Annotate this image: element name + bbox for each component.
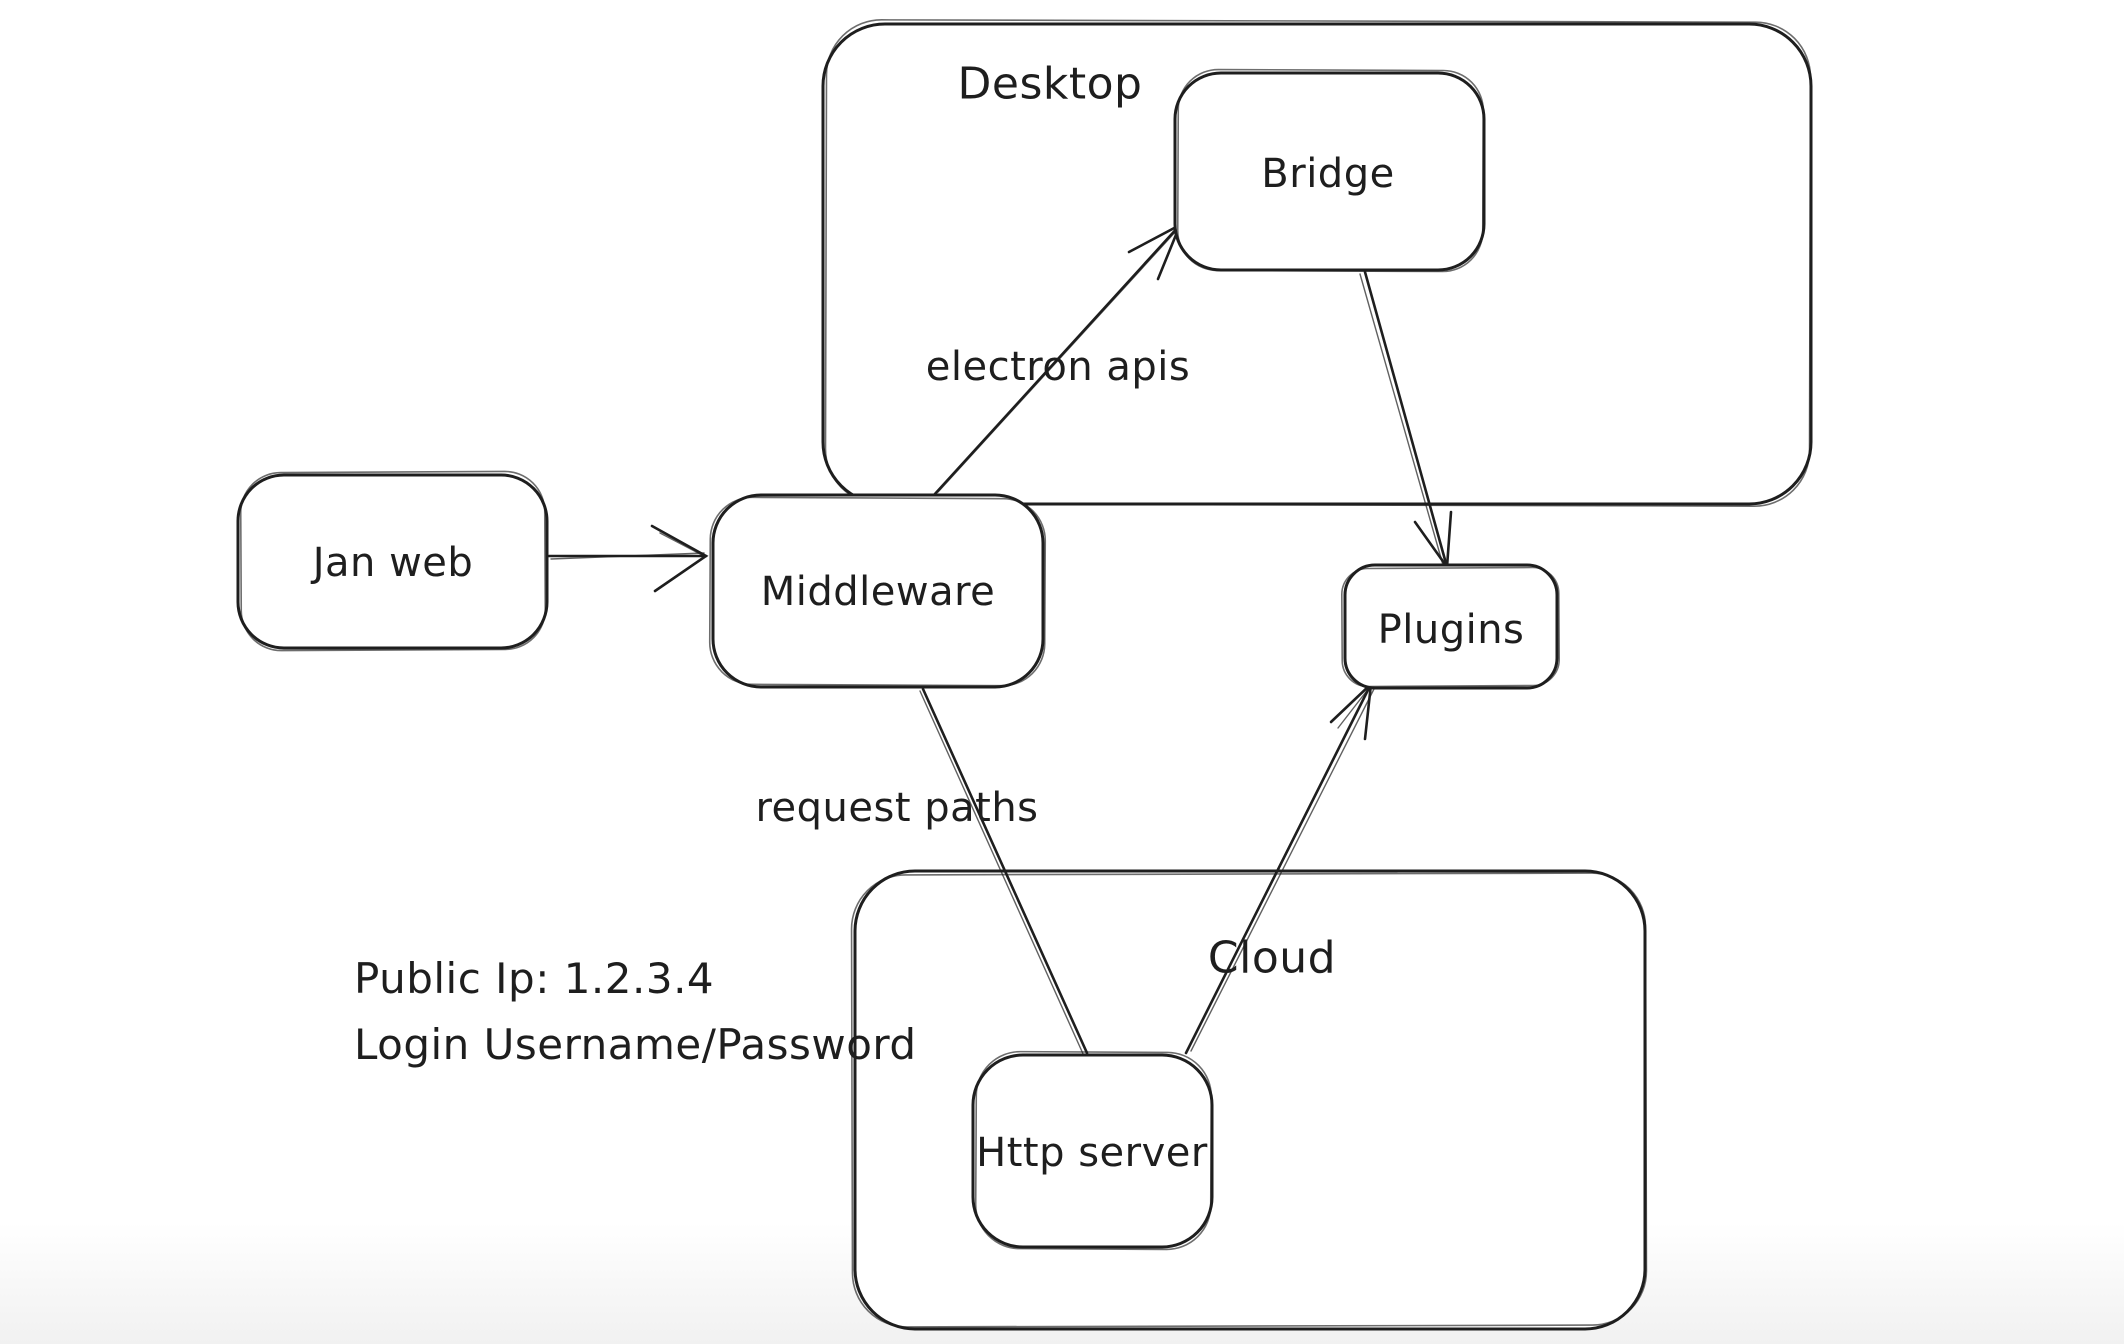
edge-janweb-to-middleware-line-sketch [550,552,705,560]
credentials-note[interactable]: Public Ip: 1.2.3.4 Login Username/Passwo… [354,946,917,1078]
edge-janweb-to-middleware[interactable] [547,524,709,593]
edge-bridge-to-plugins-line[interactable] [1363,270,1449,569]
bridge-box-outline-sketch [1176,68,1485,273]
plugins-box[interactable] [1341,563,1561,690]
desktop-container-outline-sketch [824,19,1812,507]
edge-middleware-to-bridge-line[interactable] [932,223,1182,497]
arrowhead-into-plugins-bottom-sketch [1337,687,1370,729]
credentials-note-line2: Login Username/Password [354,1020,917,1069]
cloud-container-outline-sketch [850,872,1648,1328]
middleware-box-outline-sketch [708,496,1047,687]
edge-middleware-to-httpserver-line-sketch [919,690,1085,1057]
cloud-label[interactable]: Cloud [1207,932,1337,984]
bridge-box[interactable] [1173,68,1486,273]
arrowhead-into-middleware [650,524,709,593]
middleware-label[interactable]: Middleware [760,569,996,615]
edge-middleware-to-bridge-line-sketch [937,229,1178,493]
credentials-note-line1: Public Ip: 1.2.3.4 [354,954,715,1003]
plugins-box-outline[interactable] [1343,563,1559,690]
http-server-box[interactable] [971,1050,1214,1251]
jan-web-box-outline[interactable] [236,473,549,650]
edge-httpserver-to-plugins-line[interactable] [1184,682,1373,1055]
plugins-label[interactable]: Plugins [1377,607,1525,653]
http-server-label[interactable]: Http server [976,1130,1208,1176]
http-server-box-outline-sketch [974,1050,1213,1251]
edge-middleware-to-httpserver-line[interactable] [921,687,1089,1055]
middleware-box[interactable] [708,493,1047,689]
jan-web-box-outline-sketch [239,470,547,652]
bridge-label[interactable]: Bridge [1261,151,1395,197]
bridge-box-outline[interactable] [1173,71,1486,272]
request-paths-edge-label[interactable]: request paths [755,785,1039,831]
edge-httpserver-to-plugins-line-sketch [1190,686,1376,1052]
plugins-box-outline-sketch [1341,566,1561,688]
jan-web-label[interactable]: Jan web [312,540,474,586]
arrowhead-into-middleware-sketch [659,532,705,557]
jan-web-box[interactable] [236,470,549,652]
edge-bridge-to-plugins-line-sketch [1359,273,1444,566]
electron-apis-edge-label[interactable]: electron apis [925,344,1191,390]
desktop-label[interactable]: Desktop [957,58,1143,110]
http-server-box-outline[interactable] [971,1053,1214,1249]
edge-middleware-to-httpserver[interactable] [919,687,1089,1057]
middleware-box-outline[interactable] [711,493,1045,689]
